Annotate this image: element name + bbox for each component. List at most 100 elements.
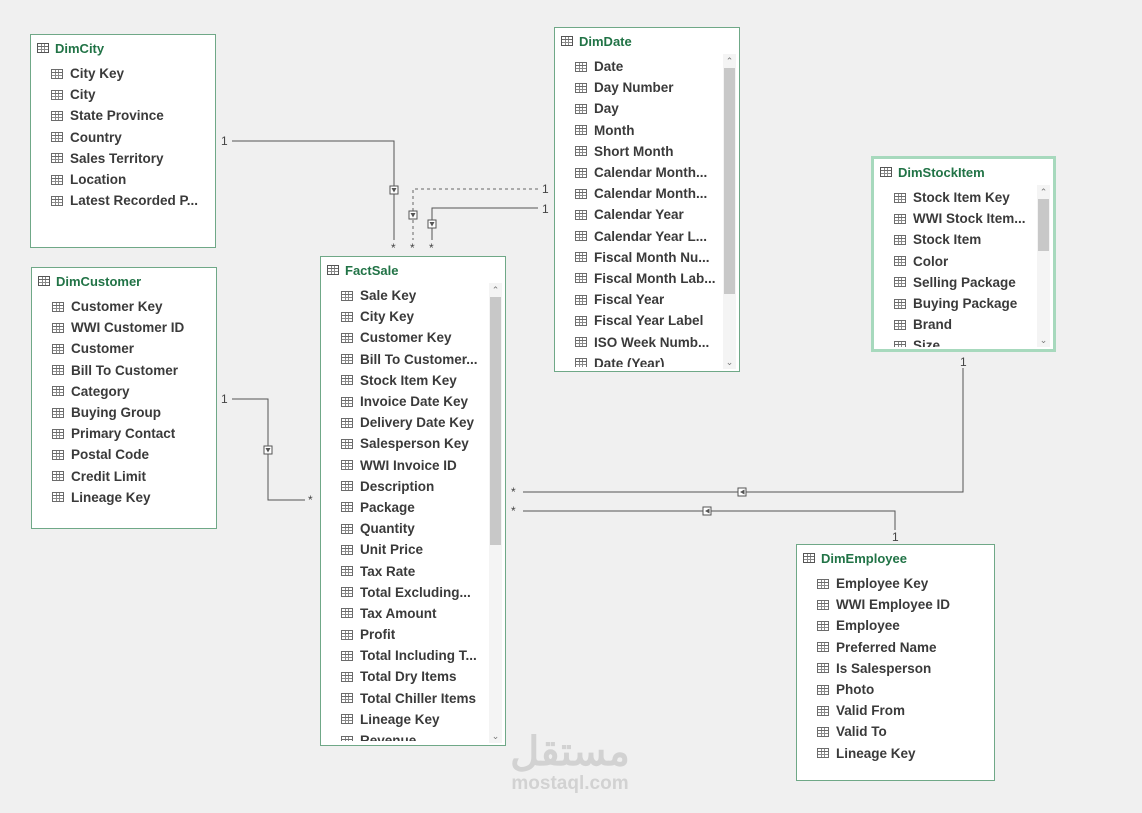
rel-dimcity-factsale[interactable]: 1 * xyxy=(221,134,399,255)
field-row[interactable]: Stock Item Key xyxy=(321,370,487,391)
scroll-thumb[interactable] xyxy=(1038,199,1049,251)
table-header[interactable]: DimEmployee xyxy=(797,545,994,571)
scroll-down-icon[interactable]: ⌄ xyxy=(1039,334,1048,345)
field-row[interactable]: Category xyxy=(32,381,216,402)
field-row[interactable]: Tax Amount xyxy=(321,603,487,624)
field-row[interactable]: Fiscal Year Label xyxy=(555,310,721,331)
field-row[interactable]: WWI Employee ID xyxy=(797,594,994,615)
field-row[interactable]: Calendar Month... xyxy=(555,183,721,204)
field-row[interactable]: Is Salesperson xyxy=(797,658,994,679)
field-row[interactable]: Day xyxy=(555,98,721,119)
field-row[interactable]: WWI Customer ID xyxy=(32,317,216,338)
field-row[interactable]: Total Excluding... xyxy=(321,582,487,603)
field-row[interactable]: Location xyxy=(31,169,215,190)
field-row[interactable]: Fiscal Month Lab... xyxy=(555,268,721,289)
field-row[interactable]: Revenue xyxy=(321,730,487,741)
field-row[interactable]: Country xyxy=(31,127,215,148)
scroll-up-icon[interactable]: ⌃ xyxy=(725,55,734,66)
field-row[interactable]: Day Number xyxy=(555,77,721,98)
field-row[interactable]: City xyxy=(31,84,215,105)
field-row[interactable]: Date (Year) xyxy=(555,353,721,367)
field-row[interactable]: Lineage Key xyxy=(321,709,487,730)
field-row[interactable]: WWI Stock Item... xyxy=(874,208,1035,229)
field-row[interactable]: Buying Package xyxy=(874,293,1035,314)
field-row[interactable]: Postal Code xyxy=(32,444,216,465)
field-row[interactable]: Month xyxy=(555,120,721,141)
field-row[interactable]: Customer Key xyxy=(32,296,216,317)
scroll-up-icon[interactable]: ⌃ xyxy=(1039,186,1048,197)
scrollbar[interactable]: ⌃ ⌄ xyxy=(489,283,502,743)
field-row[interactable]: Salesperson Key xyxy=(321,433,487,454)
scroll-up-icon[interactable]: ⌃ xyxy=(491,284,500,295)
field-row[interactable]: Fiscal Year xyxy=(555,289,721,310)
field-row[interactable]: Unit Price xyxy=(321,539,487,560)
field-row[interactable]: Buying Group xyxy=(32,402,216,423)
field-row[interactable]: City Key xyxy=(321,306,487,327)
table-header[interactable]: DimDate xyxy=(555,28,739,54)
field-row[interactable]: Stock Item xyxy=(874,229,1035,250)
field-row[interactable]: Description xyxy=(321,476,487,497)
rel-dimdate-factsale-inactive[interactable]: 1 * xyxy=(408,182,549,255)
field-row[interactable]: Valid From xyxy=(797,700,994,721)
scroll-down-icon[interactable]: ⌄ xyxy=(725,356,734,367)
field-row[interactable]: State Province xyxy=(31,105,215,126)
field-row[interactable]: Short Month xyxy=(555,141,721,162)
rel-dimemployee-factsale[interactable]: 1 * xyxy=(511,504,899,544)
field-row[interactable]: Delivery Date Key xyxy=(321,412,487,433)
field-row[interactable]: Bill To Customer... xyxy=(321,349,487,370)
scroll-down-icon[interactable]: ⌄ xyxy=(491,730,500,741)
field-row[interactable]: Size xyxy=(874,335,1035,347)
field-row[interactable]: Sales Territory xyxy=(31,148,215,169)
field-row[interactable]: Calendar Month... xyxy=(555,162,721,183)
field-row[interactable]: Package xyxy=(321,497,487,518)
field-row[interactable]: Calendar Year L... xyxy=(555,226,721,247)
scroll-thumb[interactable] xyxy=(490,297,501,545)
field-row[interactable]: Selling Package xyxy=(874,272,1035,293)
field-row[interactable]: Total Dry Items xyxy=(321,666,487,687)
field-row[interactable]: Calendar Year xyxy=(555,204,721,225)
field-row[interactable]: Bill To Customer xyxy=(32,360,216,381)
field-row[interactable]: Fiscal Month Nu... xyxy=(555,247,721,268)
field-row[interactable]: Profit xyxy=(321,624,487,645)
field-row[interactable]: ISO Week Numb... xyxy=(555,331,721,352)
field-row[interactable]: Color xyxy=(874,251,1035,272)
field-row[interactable]: Brand xyxy=(874,314,1035,335)
rel-dimdate-factsale[interactable]: 1 * xyxy=(427,202,549,255)
field-row[interactable]: Credit Limit xyxy=(32,466,216,487)
field-row[interactable]: Date xyxy=(555,56,721,77)
field-row[interactable]: Employee Key xyxy=(797,573,994,594)
table-header[interactable]: DimStockItem xyxy=(874,159,1053,185)
field-row[interactable]: Latest Recorded P... xyxy=(31,190,215,211)
table-header[interactable]: DimCustomer xyxy=(32,268,216,294)
field-row[interactable]: Valid To xyxy=(797,721,994,742)
scrollbar[interactable]: ⌃ ⌄ xyxy=(723,54,736,369)
field-row[interactable]: Lineage Key xyxy=(797,743,994,764)
scrollbar[interactable]: ⌃ ⌄ xyxy=(1037,185,1050,347)
table-header[interactable]: FactSale xyxy=(321,257,505,283)
rel-dimcustomer-factsale[interactable]: 1 * xyxy=(221,392,313,507)
field-row[interactable]: City Key xyxy=(31,63,215,84)
field-row[interactable]: WWI Invoice ID xyxy=(321,455,487,476)
field-row[interactable]: Customer Key xyxy=(321,327,487,348)
field-row[interactable]: Sale Key xyxy=(321,285,487,306)
field-row[interactable]: Tax Rate xyxy=(321,560,487,581)
field-row[interactable]: Primary Contact xyxy=(32,423,216,444)
field-row[interactable]: Stock Item Key xyxy=(874,187,1035,208)
scroll-thumb[interactable] xyxy=(724,68,735,294)
field-row[interactable]: Total Including T... xyxy=(321,645,487,666)
field-row[interactable]: Customer xyxy=(32,338,216,359)
field-row[interactable]: Total Chiller Items xyxy=(321,688,487,709)
field-row[interactable]: Lineage Key xyxy=(32,487,216,508)
table-header[interactable]: DimCity xyxy=(31,35,215,61)
field-row[interactable]: Invoice Date Key xyxy=(321,391,487,412)
field-row[interactable]: Quantity xyxy=(321,518,487,539)
rel-dimstockitem-factsale[interactable]: 1 * xyxy=(511,355,967,499)
field-row[interactable]: Photo xyxy=(797,679,994,700)
field-row[interactable]: Preferred Name xyxy=(797,637,994,658)
